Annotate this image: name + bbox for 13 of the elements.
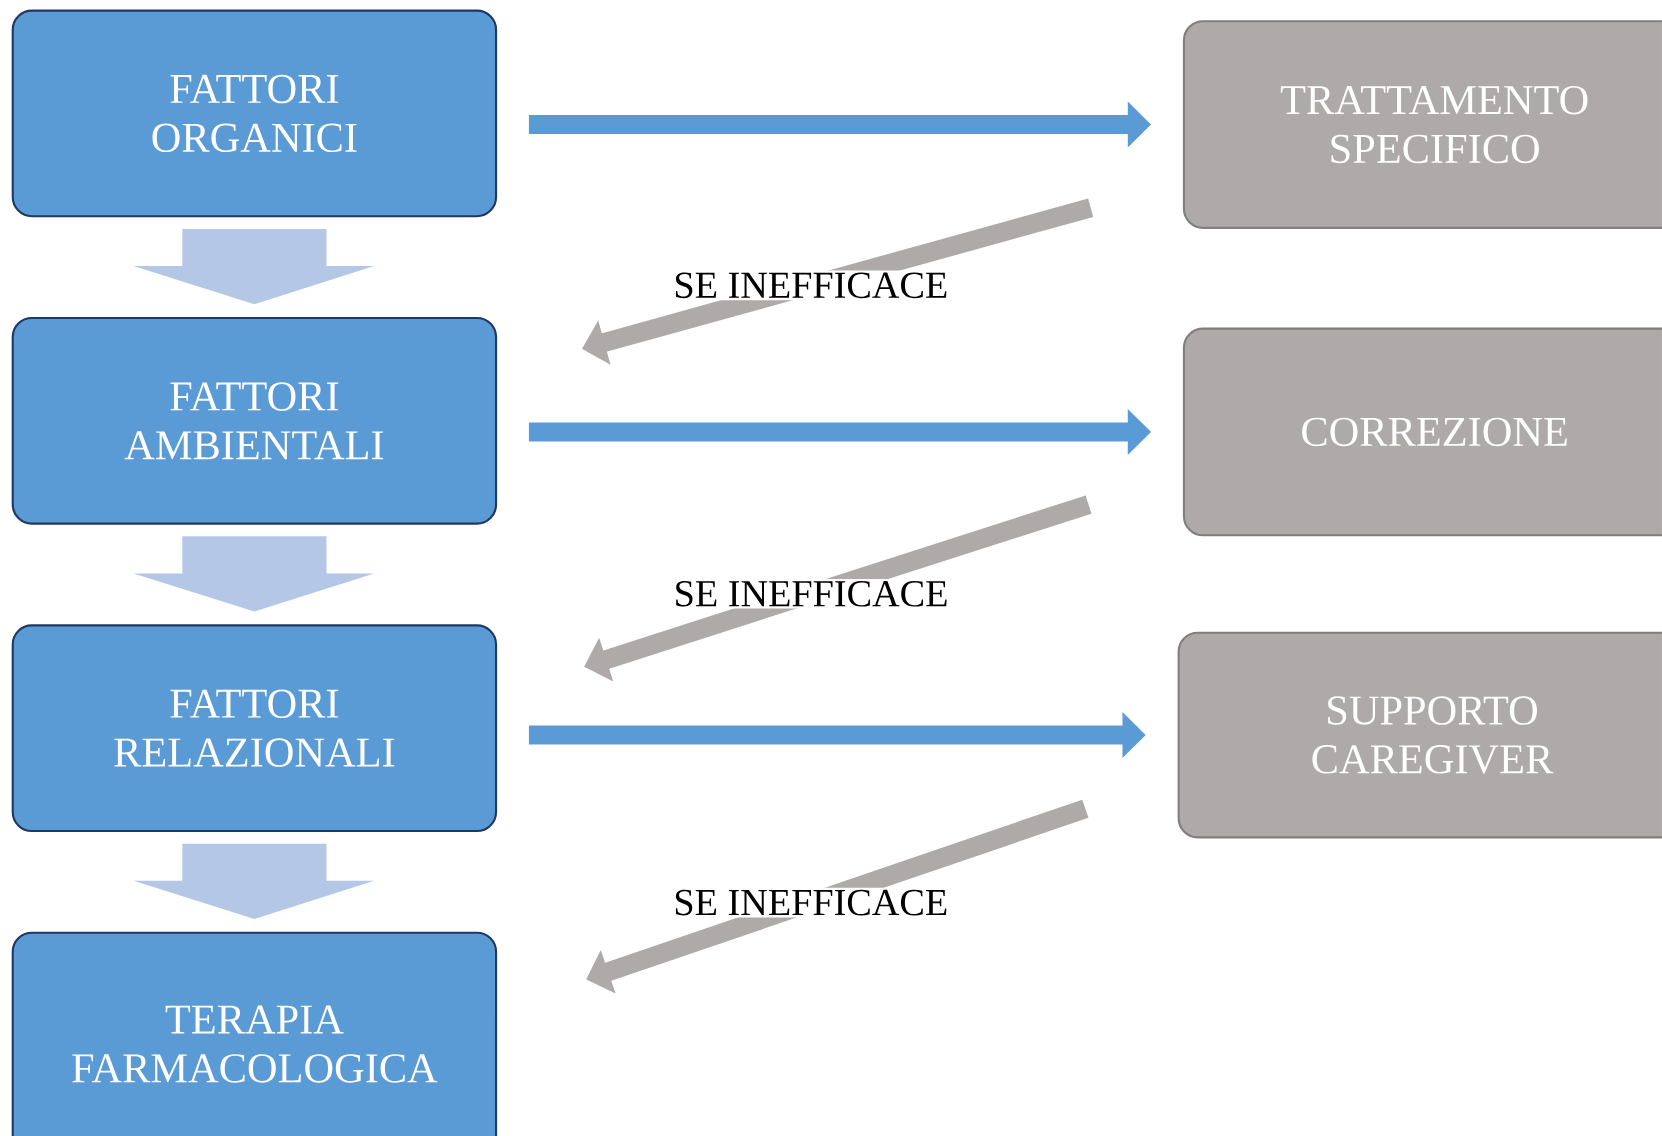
- arrow: [133, 843, 375, 919]
- edge-label: SE INEFFICACE: [671, 270, 951, 300]
- process-box: TERAPIA FARMACOLOGICA: [11, 931, 498, 1136]
- process-box: CORREZIONE: [1182, 327, 1662, 537]
- process-box: SUPPORTO CAREGIVER: [1177, 631, 1662, 839]
- arrow: [133, 536, 375, 612]
- process-box: FATTORI AMBIENTALI: [11, 316, 498, 525]
- process-box: FATTORI RELAZIONALI: [11, 624, 498, 832]
- process-box: FATTORI ORGANICI: [11, 9, 498, 218]
- process-box: TRATTAMENTO SPECIFICO: [1182, 20, 1662, 229]
- edge-label: SE INEFFICACE: [671, 887, 951, 918]
- arrow: [133, 228, 375, 305]
- edge-label: SE INEFFICACE: [671, 578, 951, 609]
